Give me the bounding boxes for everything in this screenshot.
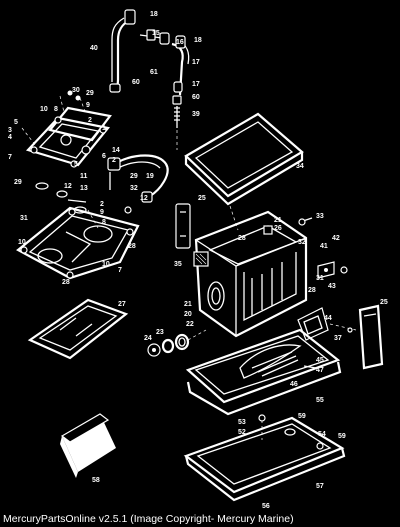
callout-10: 10 bbox=[18, 239, 26, 246]
seal-kit-package bbox=[60, 413, 116, 478]
callout-20: 20 bbox=[184, 311, 192, 318]
callout-5: 5 bbox=[74, 161, 78, 168]
callout-21: 21 bbox=[274, 217, 282, 224]
callout-3: 3 bbox=[8, 127, 12, 134]
callout-26: 26 bbox=[274, 225, 282, 232]
callout-28: 28 bbox=[62, 279, 70, 286]
callout-28: 28 bbox=[238, 235, 246, 242]
bypass-hose bbox=[107, 154, 169, 214]
callout-1: 1 bbox=[102, 125, 106, 132]
gasket bbox=[27, 298, 129, 360]
callout-32: 32 bbox=[298, 239, 306, 246]
callout-2: 2 bbox=[112, 157, 116, 164]
callout-60: 60 bbox=[192, 94, 200, 101]
callout-labels: 18 15 16 18 40 61 17 60 17 60 39 30 29 1… bbox=[8, 11, 388, 510]
o-rings bbox=[147, 329, 207, 357]
lower-plate-assembly bbox=[185, 328, 342, 416]
callout-13: 13 bbox=[80, 185, 88, 192]
callout-2: 2 bbox=[100, 201, 104, 208]
callout-8: 8 bbox=[102, 219, 106, 226]
callout-32: 32 bbox=[130, 185, 138, 192]
top-cover bbox=[184, 112, 304, 231]
manifold-base bbox=[16, 206, 140, 280]
callout-58: 58 bbox=[92, 477, 100, 484]
callout-21: 21 bbox=[184, 301, 192, 308]
callout-10: 10 bbox=[102, 261, 110, 268]
callout-25: 25 bbox=[198, 195, 206, 202]
callout-29: 29 bbox=[86, 90, 94, 97]
callout-59: 59 bbox=[298, 413, 306, 420]
callout-24: 24 bbox=[144, 335, 152, 342]
callout-12: 12 bbox=[64, 183, 72, 190]
callout-39: 39 bbox=[192, 111, 200, 118]
callout-7: 7 bbox=[118, 267, 122, 274]
callout-17: 17 bbox=[192, 81, 200, 88]
callout-10: 10 bbox=[40, 106, 48, 113]
callout-52: 52 bbox=[238, 429, 246, 436]
callout-14: 14 bbox=[112, 147, 120, 154]
bottom-cover bbox=[183, 414, 346, 502]
callout-47: 47 bbox=[316, 367, 324, 374]
callout-46: 46 bbox=[290, 381, 298, 388]
callout-59: 59 bbox=[338, 433, 346, 440]
cover-plate-assembly bbox=[21, 90, 112, 214]
callout-2: 2 bbox=[88, 117, 92, 124]
callout-16: 16 bbox=[176, 39, 184, 46]
callout-28: 28 bbox=[308, 287, 316, 294]
callout-34: 34 bbox=[296, 163, 304, 170]
callout-44: 44 bbox=[324, 315, 332, 322]
callout-37: 37 bbox=[334, 335, 342, 342]
callout-61: 61 bbox=[150, 69, 158, 76]
callout-19: 19 bbox=[146, 173, 154, 180]
main-housing bbox=[175, 203, 308, 338]
right-side-parts bbox=[297, 217, 384, 370]
callout-54: 54 bbox=[318, 431, 326, 438]
callout-22: 22 bbox=[186, 321, 194, 328]
callout-56: 56 bbox=[262, 503, 270, 510]
callout-15: 15 bbox=[152, 30, 160, 37]
callout-33: 33 bbox=[316, 213, 324, 220]
callout-17: 17 bbox=[192, 59, 200, 66]
callout-53: 53 bbox=[238, 419, 246, 426]
callout-18: 18 bbox=[194, 37, 202, 44]
callout-9: 9 bbox=[100, 209, 104, 216]
callout-29: 29 bbox=[14, 179, 22, 186]
callout-41: 41 bbox=[320, 243, 328, 250]
callout-30: 30 bbox=[72, 87, 80, 94]
callout-40: 40 bbox=[90, 45, 98, 52]
callout-4: 4 bbox=[8, 134, 12, 141]
callout-55: 55 bbox=[316, 397, 324, 404]
callout-45: 45 bbox=[316, 357, 324, 364]
callout-12: 12 bbox=[140, 195, 148, 202]
callout-60: 60 bbox=[132, 79, 140, 86]
callout-7: 7 bbox=[8, 154, 12, 161]
callout-28: 28 bbox=[128, 243, 136, 250]
callout-5: 5 bbox=[14, 119, 18, 126]
callout-35: 35 bbox=[174, 261, 182, 268]
callout-43: 43 bbox=[328, 283, 336, 290]
callout-57: 57 bbox=[316, 483, 324, 490]
callout-27: 27 bbox=[118, 301, 126, 308]
callout-31: 31 bbox=[20, 215, 28, 222]
callout-6: 6 bbox=[102, 153, 106, 160]
callout-31: 31 bbox=[316, 275, 324, 282]
callout-11: 11 bbox=[80, 173, 88, 180]
copyright-caption: MercuryPartsOnline v2.5.1 (Image Copyrig… bbox=[3, 513, 294, 525]
callout-25: 25 bbox=[380, 299, 388, 306]
callout-9: 9 bbox=[86, 102, 90, 109]
callout-18: 18 bbox=[150, 11, 158, 18]
exploded-parts-diagram: 18 15 16 18 40 61 17 60 17 60 39 30 29 1… bbox=[8, 9, 388, 510]
hose-assembly bbox=[109, 9, 190, 150]
callout-42: 42 bbox=[332, 235, 340, 242]
callout-29: 29 bbox=[130, 173, 138, 180]
callout-23: 23 bbox=[156, 329, 164, 336]
callout-8: 8 bbox=[54, 106, 58, 113]
